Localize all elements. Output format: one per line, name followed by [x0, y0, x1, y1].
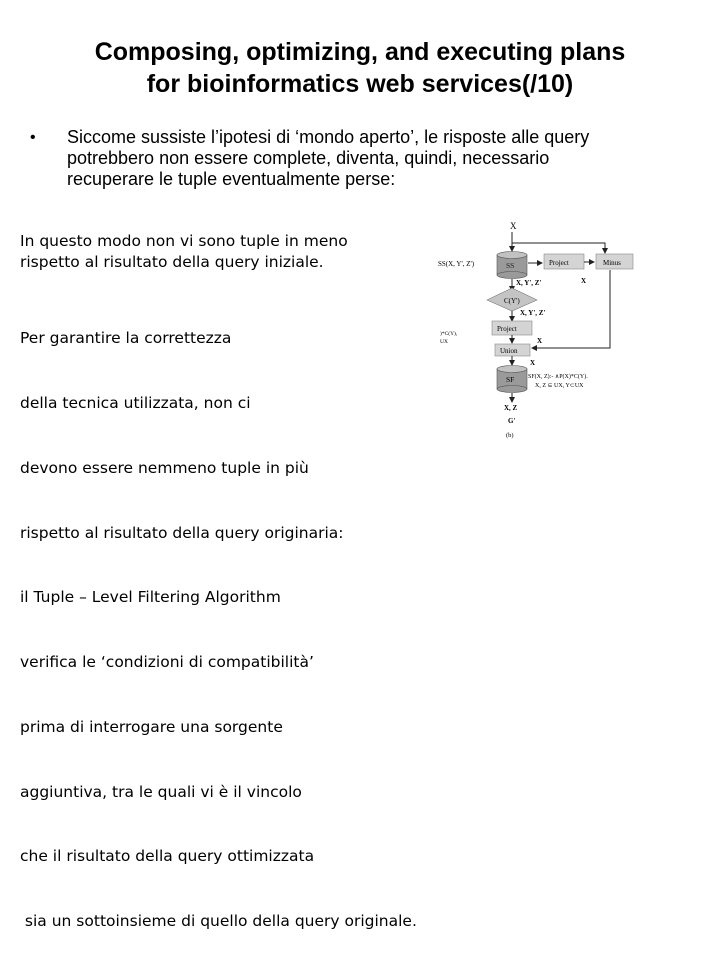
- para1-line: In questo modo non vi sono tuple in meno: [20, 232, 348, 250]
- project-mid-label: Project: [497, 325, 517, 333]
- para2-line: prima di interrogare una sorgente: [20, 717, 283, 736]
- ss-signature: SS(X, Y', Z'): [438, 260, 475, 268]
- bullet-item: • Siccome sussiste l’ipotesi di ‘mondo a…: [30, 127, 670, 190]
- para2-line: rispetto al risultato della query origin…: [20, 523, 344, 542]
- para2-line: il Tuple – Level Filtering Algorithm: [20, 588, 281, 607]
- para2-line: Per garantire la correttezza: [20, 329, 232, 348]
- sf-out-label: X, Z: [504, 404, 518, 412]
- minus-box: [595, 253, 634, 270]
- union-in-label: X: [537, 337, 542, 345]
- title-line-2: for bioinformatics web services(/10): [146, 70, 574, 98]
- ss-out-label: X, Y', Z': [516, 279, 541, 287]
- flow-diagram: X SS SS(X, Y', Z') Project Minus X X, Y'…: [438, 221, 634, 439]
- minus-label: Minus: [603, 259, 621, 267]
- union-out-label: X: [530, 359, 535, 367]
- cond-out-label: X, Y', Z': [520, 309, 545, 317]
- para2-line: aggiuntiva, tra le quali vi è il vincolo: [20, 782, 302, 801]
- input-label: X: [510, 221, 517, 231]
- para2-line: devono essere nemmeno tuple in più: [20, 458, 309, 477]
- para2-line: sia un sottoinsieme di quello della quer…: [20, 912, 417, 931]
- sf-definition-2: X, Z ⊆ UX, Y⊂UX: [535, 383, 584, 389]
- para2-line: verifica le ‘condizioni di compatibilità…: [20, 653, 314, 672]
- title-line-1: Composing, optimizing, and executing pla…: [94, 38, 626, 66]
- project-top-label: Project: [549, 259, 569, 267]
- paragraph-2: Per garantire la correttezza della tecni…: [20, 285, 417, 954]
- para2-line: che il risultato della query ottimizzata: [20, 847, 315, 866]
- slide-title: Composing, optimizing, and executing pla…: [0, 36, 720, 100]
- minus-out-label: X: [581, 277, 586, 285]
- sf-source-icon: [496, 365, 528, 393]
- bullet-line-1: Siccome sussiste l’ipotesi di ‘mondo ape…: [67, 127, 590, 147]
- para1-line: rispetto al risultato della query inizia…: [20, 253, 324, 271]
- condition-label: C(Y'): [504, 297, 520, 305]
- paragraph-1: In questo modo non vi sono tuple in meno…: [20, 231, 348, 273]
- sf-node-label: SF: [506, 375, 514, 384]
- left-fragment-2: UX: [440, 339, 448, 345]
- result-label: G': [508, 417, 515, 425]
- sf-definition-1: SF(X, Z):- ∧P(X)*C(Y).: [528, 373, 588, 380]
- bullet-line-2: potrebbero non essere complete, diventa,…: [67, 148, 550, 168]
- union-label: Union: [500, 347, 518, 355]
- bullet-icon: •: [30, 129, 36, 146]
- diagram-caption: (b): [506, 432, 514, 439]
- left-fragment-1: )*C(Y),: [440, 330, 458, 337]
- para2-line: della tecnica utilizzata, non ci: [20, 393, 251, 412]
- ss-source-icon: [496, 251, 528, 279]
- bullet-line-3: recuperare le tuple eventualmente perse:: [67, 169, 396, 189]
- ss-node-label: SS: [506, 261, 514, 270]
